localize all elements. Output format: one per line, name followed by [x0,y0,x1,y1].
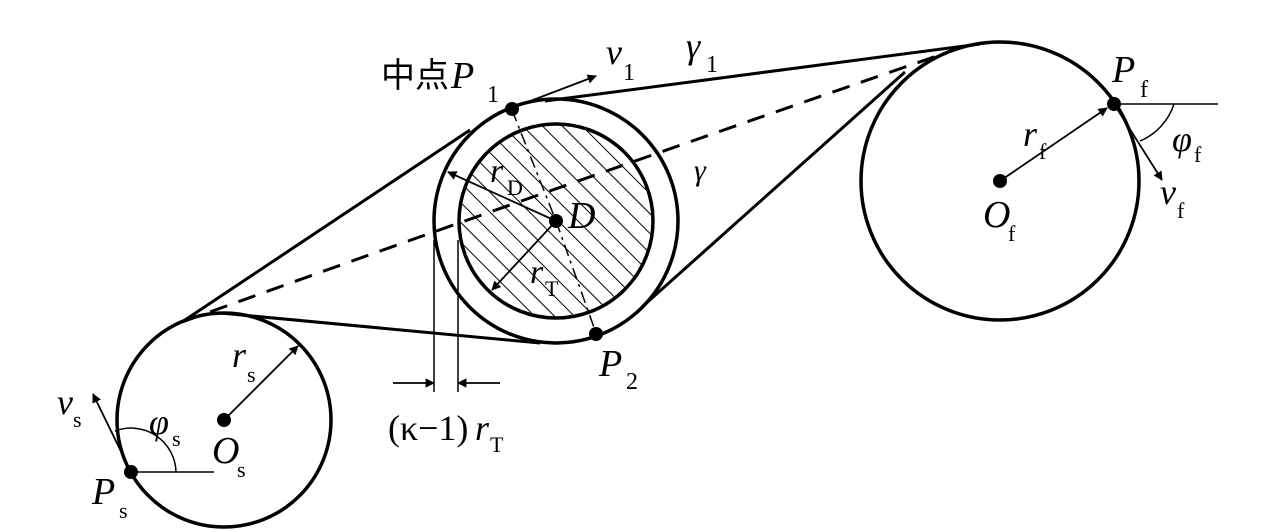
label-ps-sub: s [119,498,128,523]
label-p1-letter: P [450,55,474,97]
label-p1-sub: 1 [487,82,499,108]
label-rD-sub: D [507,175,523,200]
label-phif-sub: f [1194,142,1202,167]
label-ps-letter: P [91,471,115,513]
label-of-letter: O [983,194,1010,236]
label-rD-letter: r [490,153,504,190]
angle-arc-phi-s [114,427,177,473]
label-phif-letter: φ [1172,119,1192,159]
end-circle [859,40,1141,322]
label-pf-sub: f [1140,77,1148,103]
center-d [549,214,563,228]
lower-left-path [219,311,541,345]
label-kappa-factor: (κ−1) [388,408,468,448]
label-rs-letter: r [232,335,247,375]
radial-line-p1 [511,109,557,222]
label-vs-letter: v [57,382,73,422]
label-center-d: D [567,195,595,237]
label-os-sub: s [237,457,246,482]
angle-arc-phi-f [1139,103,1175,142]
dashed-path-gamma [181,46,961,324]
left-upper-tangent [181,128,471,324]
label-rs-sub: s [247,362,256,387]
label-p2-letter: P [598,343,622,385]
center-of [993,174,1007,188]
label-rf-sub: f [1039,139,1047,164]
label-rT-sub: T [545,276,559,301]
label-gamma: γ [694,154,707,187]
radius-arrow-rD [447,171,557,222]
label-kappa-r: r [475,408,490,448]
label-v1-letter: v [606,32,622,72]
center-os [217,413,231,427]
label-rf-letter: r [1023,114,1038,154]
radial-line-p2 [555,220,597,334]
label-rT-letter: r [530,254,544,291]
point-pf [1107,97,1121,111]
label-gamma1-letter: γ [686,26,701,66]
radius-arrow-rT [491,220,557,291]
velocity-arrow-v1 [511,74,597,109]
label-vs-sub: s [73,407,82,432]
label-p2-sub: 2 [626,369,638,395]
radius-arrow-rf [999,107,1108,182]
label-of-sub: f [1008,221,1016,246]
point-p1 [505,102,519,116]
label-os-letter: O [212,430,239,472]
label-kappa-sub: T [490,432,504,457]
point-ps [124,465,138,479]
label-vf-letter: v [1160,172,1176,212]
label-midpoint-cjk: 中点 [381,56,449,96]
velocity-arrow-vs [92,393,132,473]
label-gamma1-sub: 1 [706,52,718,78]
label-phis-letter: φ [149,402,169,442]
upper-path-gamma1 [544,42,981,103]
point-p2 [589,327,603,341]
label-phis-sub: s [172,426,181,451]
label-pf-letter: P [1111,49,1135,91]
velocity-arrow-vf [1113,103,1163,181]
label-vf-sub: f [1177,198,1185,223]
radius-arrow-rs [223,345,299,421]
label-v1-sub: 1 [623,60,635,86]
right-lower-tangent [641,70,906,309]
